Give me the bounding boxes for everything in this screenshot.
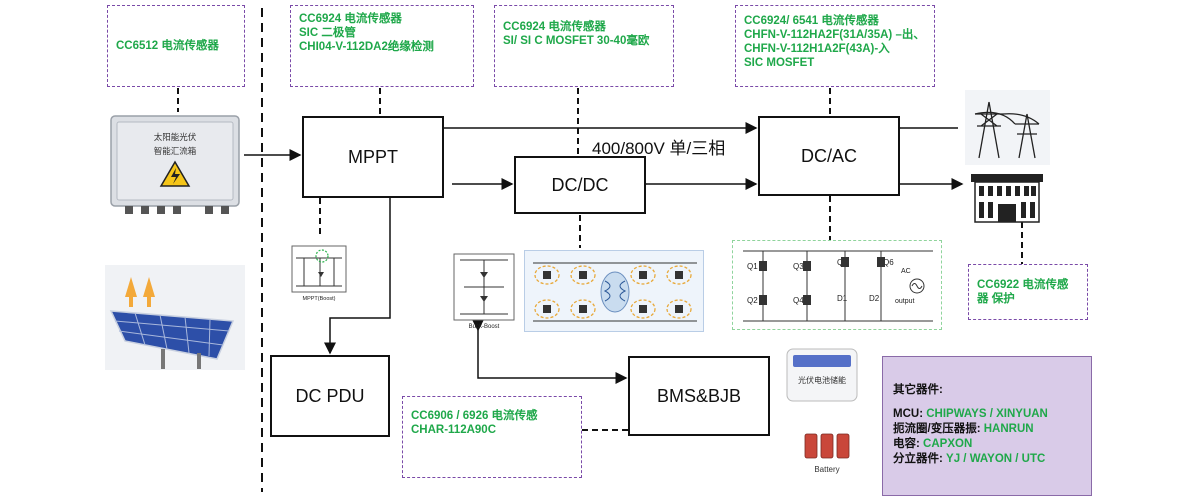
parts-row: 分立器件: YJ / WAYON / UTC	[893, 452, 1081, 467]
parts-key: 电容:	[893, 438, 920, 450]
combiner-line2: 智能汇流箱	[154, 146, 197, 156]
note-dcdc-components: CC6924 电流传感器 SI/ SI C MOSFET 30-40毫欧	[494, 5, 674, 87]
up-arrow-icon	[125, 277, 137, 297]
note-combiner-sensor: CC6512 电流传感器	[107, 5, 245, 87]
svg-text:Q3: Q3	[793, 262, 804, 271]
battery-module-image: 光伏电池储能	[783, 345, 861, 405]
parts-row: MCU: CHIPWAYS / XINYUAN	[893, 407, 1081, 422]
svg-text:D1: D1	[837, 294, 848, 303]
parts-row: 电容: CAPXON	[893, 437, 1081, 452]
note-line: CHFN-V-112HA2F(31A/35A) –出、	[744, 29, 925, 41]
other-parts-title: 其它器件:	[893, 384, 943, 396]
parts-value: YJ / WAYON / UTC	[946, 453, 1046, 465]
svg-text:Q6: Q6	[883, 258, 894, 267]
dc-pdu-label: DC PDU	[295, 385, 365, 406]
bus-voltage-label: 400/800V 单/三相	[592, 139, 726, 158]
note-line: CC6922 电流传感	[977, 279, 1069, 291]
note-mppt-components: CC6924 电流传感器 SIC 二极管 CHI04-V-112DA2绝缘检测	[290, 5, 474, 87]
mppt-label: MPPT	[347, 146, 398, 167]
svg-text:Q4: Q4	[793, 296, 804, 305]
ac-output-label: AC	[901, 268, 911, 275]
note-dcac-components: CC6924/ 6541 电流传感器 CHFN-V-112HA2F(31A/35…	[735, 5, 935, 87]
battery-icon: Battery	[797, 428, 857, 476]
svg-text:Q2: Q2	[747, 296, 758, 305]
parts-key: MCU:	[893, 408, 924, 420]
dc-pdu-block: DC PDU	[270, 355, 390, 437]
parts-key: 分立器件:	[893, 453, 943, 465]
bms-bjb-label: BMS&BJB	[656, 385, 742, 406]
note-line: CC6924 电流传感器	[299, 13, 402, 25]
parts-key: 扼流圈/变压器振:	[893, 423, 981, 435]
parts-value: CHIPWAYS / XINYUAN	[926, 408, 1048, 420]
mppt-boost-schematic: MPPT(Boost)	[290, 244, 348, 302]
parts-value: HANRUN	[983, 423, 1034, 435]
note-protection-sensor: CC6922 电流传感 器 保护	[968, 264, 1088, 320]
solar-panel-image	[105, 265, 245, 370]
parts-value: CAPXON	[923, 438, 973, 450]
other-parts-box: 其它器件: MCU: CHIPWAYS / XINYUAN 扼流圈/变压器振: …	[882, 356, 1092, 496]
bms-bjb-block: BMS&BJB	[628, 356, 770, 436]
dcdc-label: DC/DC	[551, 174, 609, 195]
note-line: CHFN-V-112H1A2F(43A)-入	[744, 43, 890, 55]
note-line: CHI04-V-112DA2绝缘检测	[299, 41, 434, 53]
combiner-line1: 太阳能光伏	[154, 132, 197, 142]
note-line: SIC 二极管	[299, 27, 356, 39]
ac-output-label: output	[895, 298, 915, 305]
buck-boost-schematic: Buck-Boost	[450, 250, 518, 330]
buckboost-caption: Buck-Boost	[469, 324, 500, 330]
note-line: CHAR-112A90C	[411, 424, 497, 436]
svg-text:D2: D2	[869, 294, 880, 303]
dcdc-bridge-schematic	[524, 250, 704, 332]
note-line: CC6924 电流传感器	[503, 21, 606, 33]
building-image	[965, 170, 1050, 225]
dcac-block: DC/AC	[758, 116, 900, 196]
dcdc-block: DC/DC	[514, 156, 646, 214]
boost-caption: MPPT(Boost)	[302, 296, 335, 302]
note-line: 器 保护	[977, 293, 1015, 305]
combiner-box-image: 太阳能光伏 智能汇流箱	[105, 112, 245, 218]
note-bms-sensor: CC6906 / 6926 电流传感 CHAR-112A90C	[402, 396, 582, 478]
up-arrow-icon	[143, 277, 155, 297]
battery-label: Battery	[814, 465, 839, 474]
parts-row: 扼流圈/变压器振: HANRUN	[893, 422, 1081, 437]
note-line: SI/ SI C MOSFET 30-40毫欧	[503, 35, 650, 47]
dcac-label: DC/AC	[800, 145, 857, 166]
mppt-block: MPPT	[302, 116, 444, 198]
note-line: CC6906 / 6926 电流传感	[411, 410, 538, 422]
note-line: CC6512 电流传感器	[116, 40, 219, 52]
note-line: SIC MOSFET	[744, 57, 815, 69]
note-line: CC6924/ 6541 电流传感器	[744, 15, 879, 27]
battery-module-label: 光伏电池储能	[798, 375, 846, 385]
svg-text:Q1: Q1	[747, 262, 758, 271]
power-grid-image	[965, 90, 1050, 165]
